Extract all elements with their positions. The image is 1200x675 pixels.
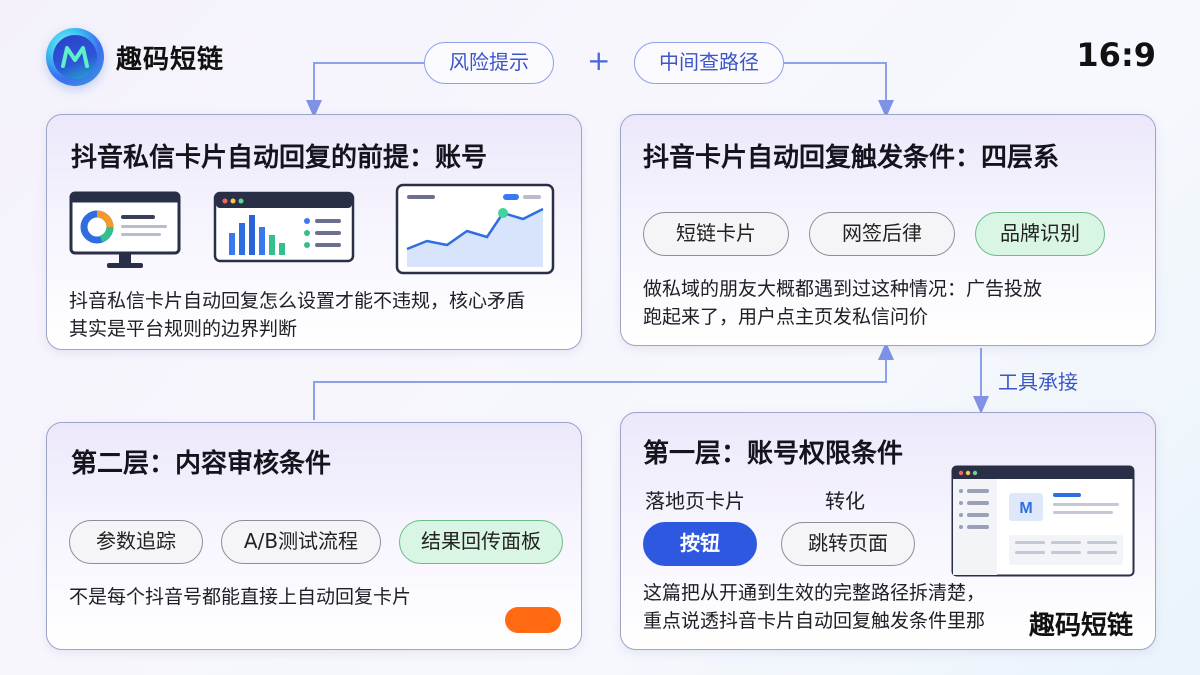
landing-card-label: 落地页卡片 xyxy=(645,489,745,513)
card3-description: 不是每个抖音号都能直接上自动回复卡片 xyxy=(69,586,412,608)
connector-risk-to-card1 xyxy=(306,62,424,118)
card4-text-line1: 这篇把从开通到生效的完整路径拆清楚， xyxy=(643,582,986,604)
pill-parameter-tracking[interactable]: 参数追踪 xyxy=(69,520,203,564)
connector-path-to-card2 xyxy=(784,62,894,118)
card1-text-line1: 抖音私信卡片自动回复怎么设置才能不违规，核心矛盾 xyxy=(69,290,526,312)
card1-text-line2: 其实是平台规则的边界判断 xyxy=(69,318,298,340)
card2-title: 抖音卡片自动回复触发条件：四层系 xyxy=(643,143,1060,173)
card1-title: 抖音私信卡片自动回复的前提：账号 xyxy=(71,143,488,173)
connector-card3-to-card2 xyxy=(313,342,894,420)
pill-ab-test-flow[interactable]: A/B测试流程 xyxy=(221,520,381,564)
pill-brand-recognition[interactable]: 品牌识别 xyxy=(975,212,1105,256)
brand-name: 趣码短链 xyxy=(116,44,225,75)
card2-description: 做私域的朋友大概都遇到过这种情况：广告投放 跑起来了，用户点主页发私信问价 xyxy=(643,275,1042,331)
conversion-label: 转化 xyxy=(825,489,865,513)
line-chart-window-icon xyxy=(395,183,555,275)
card2-text-line2: 跑起来了，用户点主页发私信问价 xyxy=(643,306,929,328)
card3-title: 第二层：内容审核条件 xyxy=(71,449,332,479)
bar-chart-window-icon xyxy=(213,191,355,263)
card-trigger-conditions: 抖音卡片自动回复触发条件：四层系 短链卡片 网签后律 品牌识别 做私域的朋友大概… xyxy=(620,114,1156,346)
card1-description: 抖音私信卡片自动回复怎么设置才能不违规，核心矛盾 其实是平台规则的边界判断 xyxy=(69,287,525,343)
tool-support-label: 工具承接 xyxy=(998,370,1078,394)
plus-icon: + xyxy=(587,44,611,77)
middle-path-pill[interactable]: 中间查路径 xyxy=(634,42,784,84)
pill-online-signing[interactable]: 网签后律 xyxy=(809,212,955,256)
jump-page-button[interactable]: 跳转页面 xyxy=(781,522,915,566)
card-account-prerequisite: 抖音私信卡片自动回复的前提：账号 xyxy=(46,114,582,350)
card2-text-line1: 做私域的朋友大概都遇到过这种情况：广告投放 xyxy=(643,278,1043,300)
brand-watermark: 趣码短链 xyxy=(1029,611,1134,641)
dashboard-window-icon: M xyxy=(951,465,1135,577)
risk-warning-pill[interactable]: 风险提示 xyxy=(424,42,554,84)
monitor-donut-chart-icon xyxy=(69,191,181,268)
mock-logo-text: M xyxy=(1019,500,1032,517)
aspect-ratio-label: 16:9 xyxy=(1076,36,1156,74)
card4-text-line2: 重点说透抖音卡片自动回复触发条件里那 xyxy=(643,610,986,632)
card-content-review: 第二层：内容审核条件 参数追踪 A/B测试流程 结果回传面板 不是每个抖音号都能… xyxy=(46,422,582,650)
card4-description: 这篇把从开通到生效的完整路径拆清楚， 重点说透抖音卡片自动回复触发条件里那 xyxy=(643,579,985,635)
card-account-permission: 第一层：账号权限条件 落地页卡片 转化 按钮 跳转页面 M 这篇把从开通到生效的… xyxy=(620,412,1156,650)
pill-short-link-card[interactable]: 短链卡片 xyxy=(643,212,789,256)
card4-title: 第一层：账号权限条件 xyxy=(643,439,904,469)
orange-action-button[interactable] xyxy=(505,607,561,633)
pill-result-dashboard[interactable]: 结果回传面板 xyxy=(399,520,563,564)
brand: 趣码短链 xyxy=(46,28,224,86)
brand-logo-icon xyxy=(46,28,104,86)
primary-button[interactable]: 按钮 xyxy=(643,522,757,566)
